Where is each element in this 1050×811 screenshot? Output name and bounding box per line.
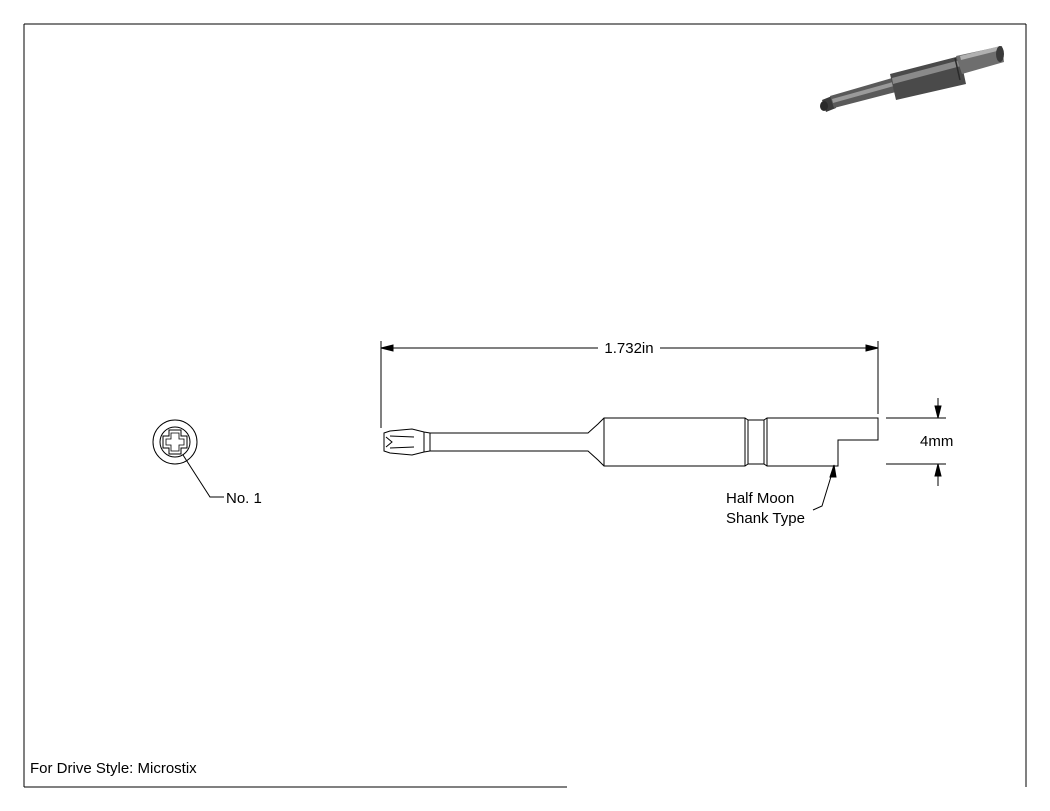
isometric-render bbox=[820, 46, 1004, 112]
diameter-dimension bbox=[886, 398, 946, 486]
shank-type-leader bbox=[812, 464, 837, 511]
length-dimension-value: 1.732in bbox=[604, 340, 653, 357]
side-view-bit bbox=[383, 417, 879, 467]
tip-size-callout: No. 1 bbox=[226, 490, 262, 507]
length-dimension bbox=[380, 341, 879, 428]
tip-size-leader bbox=[182, 454, 224, 498]
shank-type-callout-line1: Half Moon bbox=[726, 490, 794, 507]
drive-style-note: For Drive Style: Microstix bbox=[30, 760, 197, 777]
end-view-tip bbox=[152, 419, 198, 465]
diameter-dimension-value: 4mm bbox=[920, 433, 953, 450]
sheet-border bbox=[23, 23, 1027, 788]
shank-type-callout-line2: Shank Type bbox=[726, 510, 805, 527]
